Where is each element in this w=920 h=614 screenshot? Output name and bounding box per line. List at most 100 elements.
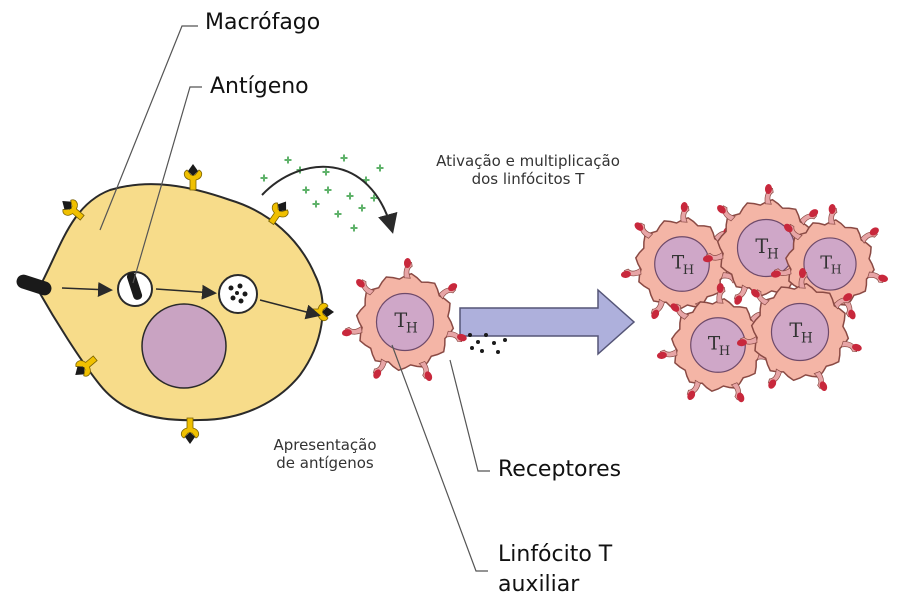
leader-lines <box>99 25 490 572</box>
t-cell-receptor <box>634 222 654 239</box>
t-cell-receptor <box>656 348 678 359</box>
t-cell-label-main: T <box>820 253 832 273</box>
t-cell-nucleus <box>375 292 435 352</box>
t-cell-nucleus <box>654 236 710 292</box>
t-cell-receptor <box>372 358 387 379</box>
t-cell-label-sub: H <box>831 263 842 277</box>
cytokine <box>302 186 310 194</box>
t-cell-receptor <box>686 379 701 401</box>
cytokine <box>370 194 378 202</box>
t-cell-receptor <box>620 267 642 278</box>
cytokine <box>324 186 332 194</box>
t-helper-cell: TH <box>341 257 467 382</box>
surface-antigen <box>62 199 85 221</box>
t-cell-receptor <box>828 203 838 225</box>
t-cell-receptor <box>783 223 803 241</box>
cytokine <box>284 156 292 164</box>
cytokine <box>312 200 320 208</box>
t-cell-receptor <box>736 335 758 347</box>
t-cell-receptor <box>445 330 467 343</box>
t-cell-receptor <box>670 303 690 320</box>
label-macrophage: Macrófago <box>205 10 321 35</box>
t-cell-receptor <box>733 284 748 305</box>
t-cell-label-main: T <box>789 319 802 342</box>
t-cell-receptor <box>833 293 853 310</box>
surface-antigen <box>268 201 289 226</box>
macrophage-nucleus <box>141 303 227 389</box>
label-lymphocyte-line2: auxiliar <box>498 572 580 597</box>
cytokine <box>340 154 348 162</box>
surface-antigen <box>183 164 203 191</box>
label-lymphocyte-line1: Linfócito T <box>498 542 613 567</box>
t-cell-receptor <box>764 183 774 205</box>
t-cell-receptor <box>680 201 690 223</box>
cytokine <box>350 224 358 232</box>
t-cell-receptor <box>438 283 458 300</box>
cytokine <box>334 210 342 218</box>
t-cell-receptor <box>840 340 862 353</box>
cytokine <box>322 168 330 176</box>
label-receptors: Receptores <box>498 457 622 482</box>
label-presentation-line2: de antígenos <box>276 454 374 472</box>
surface-antigen <box>75 355 98 377</box>
t-cell-label-sub: H <box>719 344 730 359</box>
t-cell-label-main: T <box>672 253 685 274</box>
t-cell-receptor <box>842 299 856 320</box>
t-cell-receptor <box>418 361 433 382</box>
t-cell-receptor <box>799 209 819 226</box>
presentation-arrow <box>259 299 321 320</box>
t-cell-label-sub: H <box>767 247 779 263</box>
cytokine <box>346 192 354 200</box>
t-helper-cell: TH <box>736 267 862 392</box>
t-cell-receptor <box>860 227 879 244</box>
cytokines <box>260 154 384 232</box>
label-activation: Ativação e multiplicação dos linfócitos … <box>412 152 644 188</box>
leader-receptors <box>449 359 490 472</box>
t-cell-receptor <box>356 279 375 296</box>
t-cell-label-sub: H <box>801 331 813 347</box>
t-cell-nucleus <box>770 302 830 362</box>
t-cell-nucleus <box>803 237 857 291</box>
t-cell-receptor <box>730 382 745 403</box>
cytokine <box>260 174 268 182</box>
incoming-antigen <box>16 274 52 296</box>
label-activation-line1: Ativação e multiplicação <box>436 152 620 170</box>
antigen-fragments <box>228 283 248 304</box>
t-cell-receptor <box>813 371 828 392</box>
t-cell-receptor <box>751 289 770 306</box>
label-presentation: Apresentação de antígenos <box>256 436 394 472</box>
phagosome-antigen <box>126 272 143 300</box>
surface-antigens <box>62 164 334 444</box>
label-lymphocyte: Linfócito T auxiliar <box>498 540 612 600</box>
cytokine-arrow <box>261 165 398 234</box>
t-cell-receptor <box>403 257 413 279</box>
t-cell-receptor <box>798 267 808 289</box>
t-cell-label-main: T <box>755 235 768 258</box>
surface-antigen <box>180 417 200 444</box>
t-cell-label-main: T <box>394 309 407 332</box>
t-cell-receptor <box>767 368 782 389</box>
cytokine <box>362 176 370 184</box>
t-cell-receptor <box>650 298 665 320</box>
t-cell-label-main: T <box>708 334 721 355</box>
activation-arrow <box>459 288 636 356</box>
uptake-arrow-2 <box>155 284 217 300</box>
t-helper-cell: TH <box>656 282 778 403</box>
t-cell-receptor <box>341 325 363 337</box>
t-cell-receptor <box>770 267 792 278</box>
cytokine <box>376 164 384 172</box>
uptake-arrow-1 <box>61 282 113 297</box>
label-activation-line2: dos linfócitos T <box>471 170 585 188</box>
leader-macrophage <box>99 25 198 231</box>
label-antigen: Antígeno <box>210 74 309 99</box>
t-cell-label-sub: H <box>683 263 694 278</box>
leader-lymphocyte <box>391 344 488 572</box>
leader-antigen <box>132 86 202 284</box>
t-cell-receptor <box>867 271 888 283</box>
cytokine <box>358 204 366 212</box>
t-cell-receptor <box>716 282 726 304</box>
t-cell-label-sub: H <box>406 321 418 337</box>
